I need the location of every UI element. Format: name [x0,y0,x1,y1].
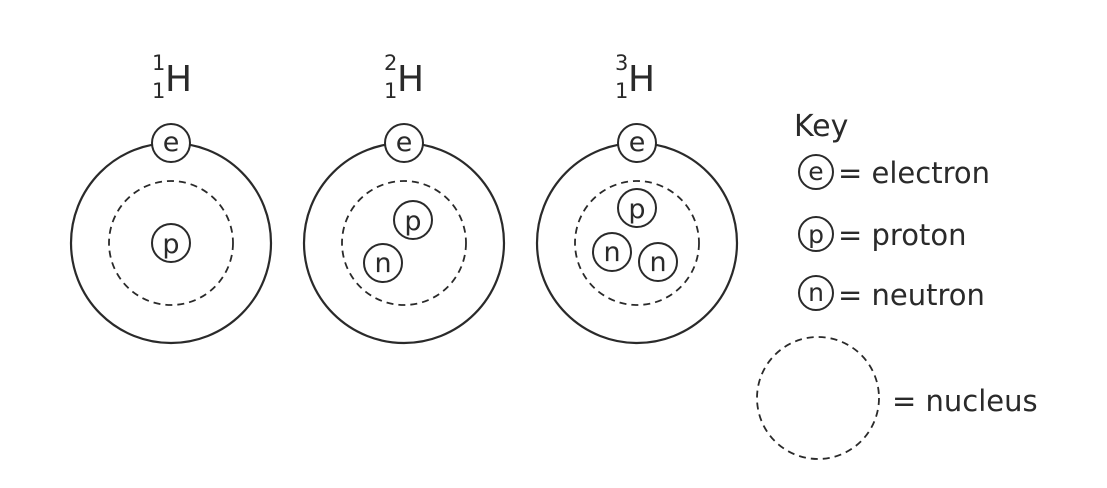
key-neutron-symbol-label: n [808,278,824,307]
key-electron-symbol [798,154,834,190]
atom-1-electron-label: e [163,127,180,158]
atom-2-atomic-number: 1 [384,79,397,103]
atom-3-atomic-number: 1 [615,79,628,103]
key-title: Key [794,109,848,144]
atom-3-neutron-right: n [638,242,678,282]
atom-2-electron: e [384,123,424,163]
atom-3-electron-label: e [629,127,646,158]
atom-3-neutron-left: n [592,232,632,272]
atom-2-electron-shell [302,141,506,345]
key-proton-symbol-label: p [808,220,824,249]
atom-3-mass-number: 3 [615,51,628,75]
atom-1-nucleus [108,180,234,306]
atom-1-mass-number: 1 [152,51,165,75]
key-neutron-label: = neutron [838,278,985,312]
atom-1-symbol: H [165,59,192,100]
atom-3-neutron-left-label: n [603,237,620,268]
key-item-proton: p = proton [798,216,966,252]
key-electron-symbol-label: e [808,157,823,186]
atom-2-symbol: H [397,59,424,100]
key-proton-label: = proton [838,218,966,252]
atom-protium: 1 1 H e p [69,51,273,345]
atom-3-electron-shell [535,141,739,345]
atom-2-nucleus [341,180,467,306]
atom-2-electron-label: e [396,127,413,158]
atom-3-electron: e [617,123,657,163]
key-proton-symbol [798,216,834,252]
atom-1-proton: p [151,223,191,263]
atom-deuterium: 2 1 H e p n [302,51,506,345]
key-nucleus-label: = nucleus [892,384,1038,418]
key-item-nucleus: = nucleus [756,336,1038,460]
key-nucleus-symbol [756,336,880,460]
atom-3-neutron-right-label: n [649,247,666,278]
atom-3-proton: p [617,188,657,228]
atom-3-nucleus [574,180,700,306]
atom-tritium: 3 1 H e p n n [535,51,739,345]
atom-3-symbol: H [628,59,655,100]
atom-2-mass-number: 2 [384,51,397,75]
atom-2-neutron: n [363,243,403,283]
key-legend: Key e = electron p = proton n = neutron … [756,109,1038,460]
atom-2-neutron-label: n [374,248,391,279]
key-item-electron: e = electron [798,154,990,190]
key-electron-label: = electron [838,156,990,190]
atom-2-proton: p [393,200,433,240]
key-neutron-symbol [798,275,834,311]
atom-3-proton-label: p [628,194,645,225]
atom-2-proton-label: p [404,206,421,237]
key-item-neutron: n = neutron [798,275,985,312]
atom-1-electron: e [151,123,191,163]
atom-1-proton-label: p [162,229,179,260]
atom-1-atomic-number: 1 [152,79,165,103]
